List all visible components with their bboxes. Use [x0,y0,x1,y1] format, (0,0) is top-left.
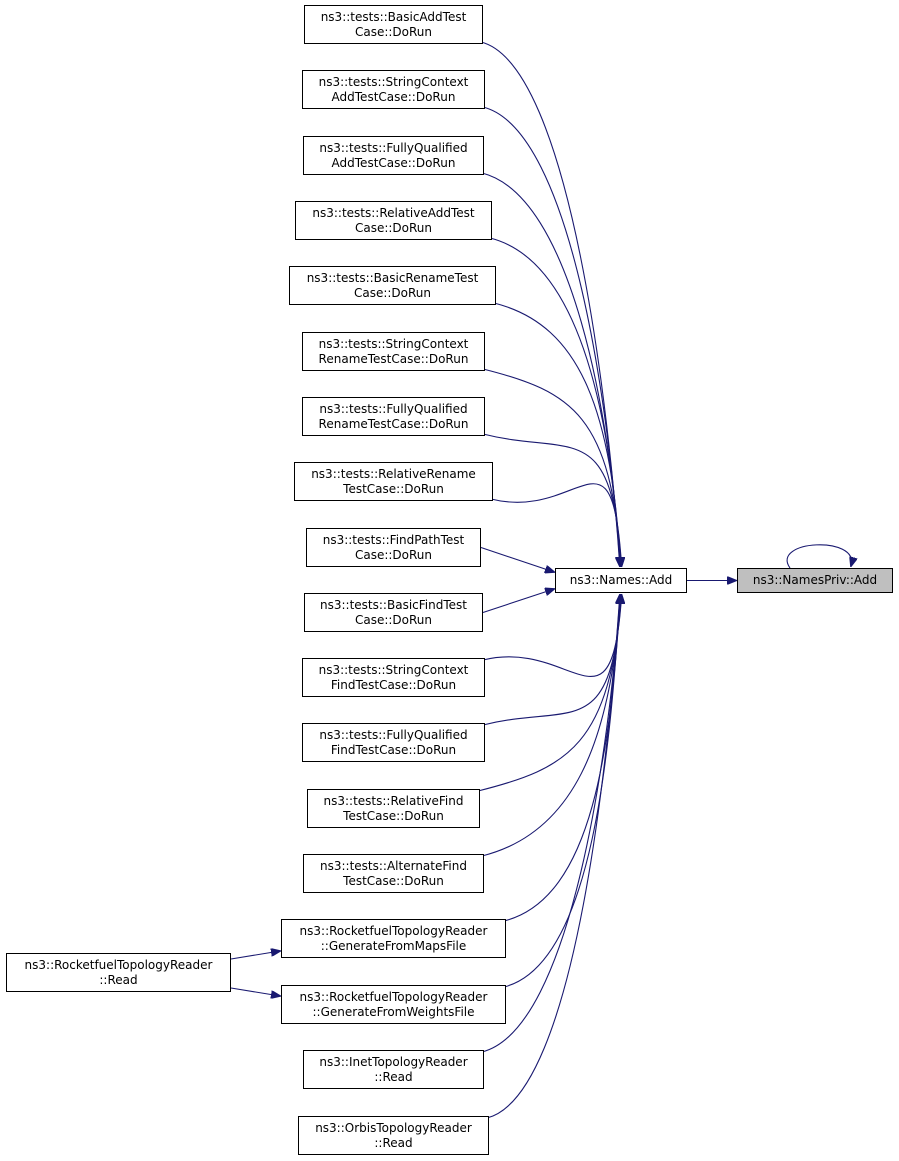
node-rocketfuel-generate-from-maps-file[interactable]: ns3::RocketfuelTopologyReader::GenerateF… [281,919,506,958]
node-label-line: ns3::tests::BasicFindTest [320,597,467,612]
node-label-line: ns3::tests::RelativeRename [311,466,476,481]
node-names-add[interactable]: ns3::Names::Add [555,568,687,593]
edge-names-priv-add-self-loop [786,544,852,569]
edge-relative-rename-to-names-add [490,483,622,566]
node-orbis-topology-reader-read[interactable]: ns3::OrbisTopologyReader::Read [298,1116,489,1155]
node-label-line: ns3::tests::RelativeAddTest [312,205,475,220]
node-label-line: ns3::tests::RelativeFind [323,793,464,808]
edge-rf-read-to-generate-from-weights-file [230,987,280,996]
node-label-line: ns3::tests::BasicAddTest [320,9,467,24]
node-label-line: Case::DoRun [354,24,433,39]
node-label-line: ns3::tests::BasicRenameTest [306,270,479,285]
node-names-priv-add: ns3::NamesPriv::Add [737,568,893,593]
node-label-line: AddTestCase::DoRun [331,89,456,104]
node-label-line: FindTestCase::DoRun [330,742,457,757]
node-label-line: RenameTestCase::DoRun [318,416,469,431]
node-label-line: ns3::tests::FullyQualified [319,401,468,416]
node-label-line: TestCase::DoRun [343,873,444,888]
node-label-line: ns3::NamesPriv::Add [752,573,878,587]
node-label-line: ns3::tests::StringContext [318,336,469,351]
node-label-line: ::GenerateFromMapsFile [320,938,467,953]
node-label-line: ns3::tests::FullyQualified [319,727,468,742]
node-label-line: ns3::RocketfuelTopologyReader [299,923,488,938]
node-label-line: ns3::Names::Add [569,573,673,587]
node-label-line: AddTestCase::DoRun [331,155,456,170]
edge-rf-read-to-generate-from-maps-file [230,951,280,960]
node-label-line: ns3::tests::AlternateFind [320,858,467,873]
node-label-line: ns3::RocketfuelTopologyReader [24,957,213,972]
node-label-line: ::Read [374,1135,413,1150]
node-label-line: FindTestCase::DoRun [330,677,457,692]
node-label-line: ns3::OrbisTopologyReader [315,1120,472,1135]
node-label-line: ns3::tests::StringContext [318,74,469,89]
node-label-line: RenameTestCase::DoRun [318,351,469,366]
node-label-line: Case::DoRun [354,547,433,562]
node-label-line: ns3::tests::FullyQualified [319,140,468,155]
node-inet-topology-reader-read[interactable]: ns3::InetTopologyReader::Read [303,1050,484,1089]
edge-rf-weights-to-names-add [503,595,620,988]
edge-basic-find-to-names-add [482,589,554,614]
node-label-line: ns3::InetTopologyReader [319,1054,468,1069]
node-label-line: Case::DoRun [354,220,433,235]
edge-orbis-read-to-names-add [486,595,620,1119]
edge-basic-rename-to-names-add [493,302,621,566]
node-label-line: TestCase::DoRun [343,481,444,496]
node-label-line: ::GenerateFromWeightsFile [312,1004,475,1019]
node-label-line: ns3::tests::FindPathTest [322,532,465,547]
node-label-line: Case::DoRun [354,612,433,627]
node-label-line: ns3::RocketfuelTopologyReader [299,989,488,1004]
node-label-line: TestCase::DoRun [343,808,444,823]
node-label-line: ::Read [99,972,138,987]
node-rocketfuel-read[interactable]: ns3::RocketfuelTopologyReader::Read [6,953,231,992]
node-label-line: Case::DoRun [353,285,432,300]
edge-findpath-to-names-add [480,546,554,573]
node-label-line: ::Read [374,1069,413,1084]
node-rocketfuel-generate-from-weights-file[interactable]: ns3::RocketfuelTopologyReader::GenerateF… [281,985,506,1024]
node-label-line: ns3::tests::StringContext [318,662,469,677]
